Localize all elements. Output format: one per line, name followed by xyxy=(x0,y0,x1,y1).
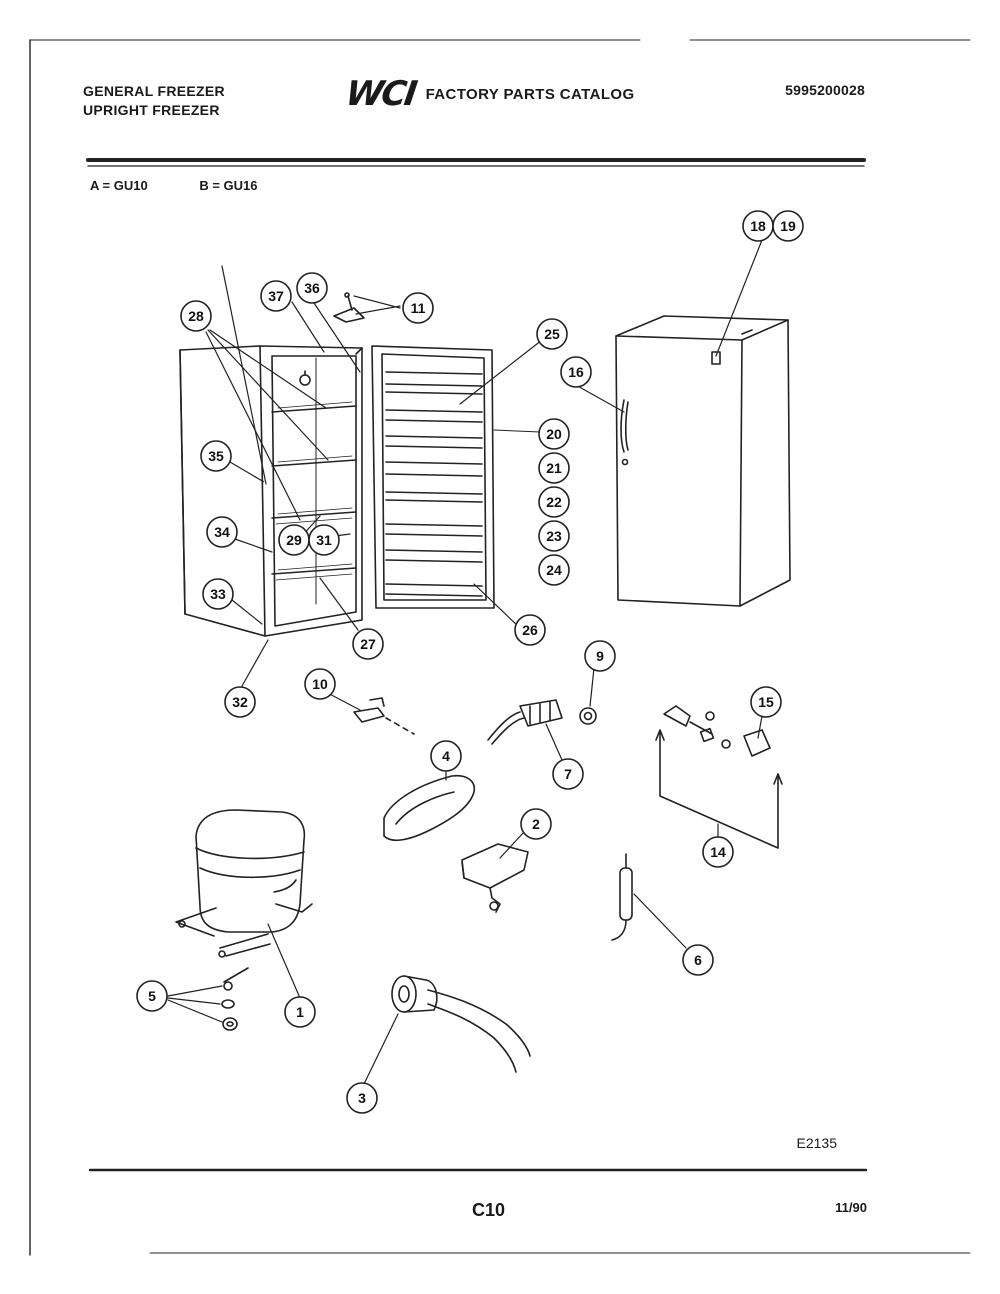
lamp-socket-assembly xyxy=(655,705,783,849)
freezer-closed xyxy=(615,315,791,607)
svg-text:22: 22 xyxy=(546,494,562,510)
callout-6: 6 xyxy=(682,944,714,976)
callout-20: 20 xyxy=(538,418,570,450)
callout-31: 31 xyxy=(308,524,340,556)
svg-text:6: 6 xyxy=(694,952,702,968)
freezer-cabinet-open xyxy=(179,345,363,637)
brand-line-2: UPRIGHT FREEZER xyxy=(83,102,220,118)
harness-part xyxy=(487,699,597,745)
compressor-part xyxy=(175,809,313,958)
svg-text:20: 20 xyxy=(546,426,562,442)
callout-1: 1 xyxy=(284,996,316,1028)
callout-2: 2 xyxy=(520,808,552,840)
shelf-clip-part xyxy=(333,292,365,323)
model-code-b: B = GU16 xyxy=(199,178,258,193)
page-number: C10 xyxy=(472,1200,506,1220)
svg-text:10: 10 xyxy=(312,676,328,692)
svg-text:14: 14 xyxy=(710,844,726,860)
svg-text:1: 1 xyxy=(296,1004,304,1020)
svg-text:32: 32 xyxy=(232,694,248,710)
svg-text:19: 19 xyxy=(780,218,796,234)
svg-text:5: 5 xyxy=(148,988,156,1004)
callout-29: 29 xyxy=(278,524,310,556)
svg-text:7: 7 xyxy=(564,766,572,782)
model-code-a: A = GU10 xyxy=(90,178,148,193)
svg-text:25: 25 xyxy=(544,326,560,342)
catalog-date: 11/90 xyxy=(835,1200,867,1215)
callout-21: 21 xyxy=(538,452,570,484)
callout-22: 22 xyxy=(538,486,570,518)
callout-3: 3 xyxy=(346,1082,378,1114)
catalog-number: 5995200028 xyxy=(785,82,865,98)
callout-19: 19 xyxy=(772,210,804,242)
svg-text:35: 35 xyxy=(208,448,224,464)
svg-text:28: 28 xyxy=(188,308,204,324)
svg-text:15: 15 xyxy=(758,694,774,710)
svg-text:4: 4 xyxy=(442,748,450,764)
brand-block: GENERAL FREEZER UPRIGHT FREEZER xyxy=(83,82,225,120)
catalog-header: WCI FACTORY PARTS CATALOG xyxy=(343,74,635,114)
svg-text:31: 31 xyxy=(316,532,332,548)
callout-11: 11 xyxy=(402,292,434,324)
svg-text:37: 37 xyxy=(268,288,284,304)
page-frame xyxy=(29,39,971,1256)
callout-26: 26 xyxy=(514,614,546,646)
callout-14: 14 xyxy=(702,836,734,868)
callout-35-badge: 35 xyxy=(200,440,232,472)
svg-text:16: 16 xyxy=(568,364,584,380)
callout-34: 34 xyxy=(206,516,238,548)
catalog-title: FACTORY PARTS CATALOG xyxy=(425,85,635,103)
callout-7: 7 xyxy=(552,758,584,790)
svg-text:34: 34 xyxy=(214,524,230,540)
callout-33: 33 xyxy=(202,578,234,610)
svg-text:23: 23 xyxy=(546,528,562,544)
callout-25: 25 xyxy=(536,318,568,350)
svg-text:27: 27 xyxy=(360,636,376,652)
freezer-door-open xyxy=(371,345,541,609)
callout-4: 4 xyxy=(430,740,462,772)
callout-23: 23 xyxy=(538,520,570,552)
mounting-hardware-part xyxy=(221,967,249,1031)
callout-9: 9 xyxy=(584,640,616,672)
callout-28: 28 xyxy=(180,300,212,332)
power-cord-part xyxy=(391,975,531,1073)
callout-5: 5 xyxy=(136,980,168,1012)
callout-10: 10 xyxy=(304,668,336,700)
header-rule xyxy=(86,158,866,167)
thermostat-bracket-part xyxy=(353,697,415,735)
svg-text:33: 33 xyxy=(210,586,226,602)
brand-line-1: GENERAL FREEZER xyxy=(83,83,225,99)
callout-27: 27 xyxy=(352,628,384,660)
svg-text:29: 29 xyxy=(286,532,302,548)
sensor-part xyxy=(611,853,633,941)
callout-32: 32 xyxy=(224,686,256,718)
callout-37: 37 xyxy=(260,280,292,312)
callout-18: 18 xyxy=(742,210,774,242)
compressor-cover-part xyxy=(383,774,476,842)
svg-text:21: 21 xyxy=(546,460,562,476)
svg-text:3: 3 xyxy=(358,1090,366,1106)
callout-24: 24 xyxy=(538,554,570,586)
relay-part xyxy=(461,843,529,913)
leader-lines xyxy=(167,239,763,1085)
svg-text:24: 24 xyxy=(546,562,562,578)
svg-text:2: 2 xyxy=(532,816,540,832)
callout-15: 15 xyxy=(750,686,782,718)
svg-text:11: 11 xyxy=(411,300,426,316)
model-codes: A = GU10 B = GU16 xyxy=(90,178,257,193)
callouts: 1 2 3 4 5 6 7 9 10 11 14 15 16 18 19 20 … xyxy=(136,210,804,1114)
svg-text:18: 18 xyxy=(750,218,766,234)
svg-text:36: 36 xyxy=(304,280,320,296)
svg-text:26: 26 xyxy=(522,622,538,638)
callout-16: 16 xyxy=(560,356,592,388)
svg-text:9: 9 xyxy=(596,648,604,664)
figure-id: E2135 xyxy=(796,1135,837,1151)
callout-36: 36 xyxy=(296,272,328,304)
